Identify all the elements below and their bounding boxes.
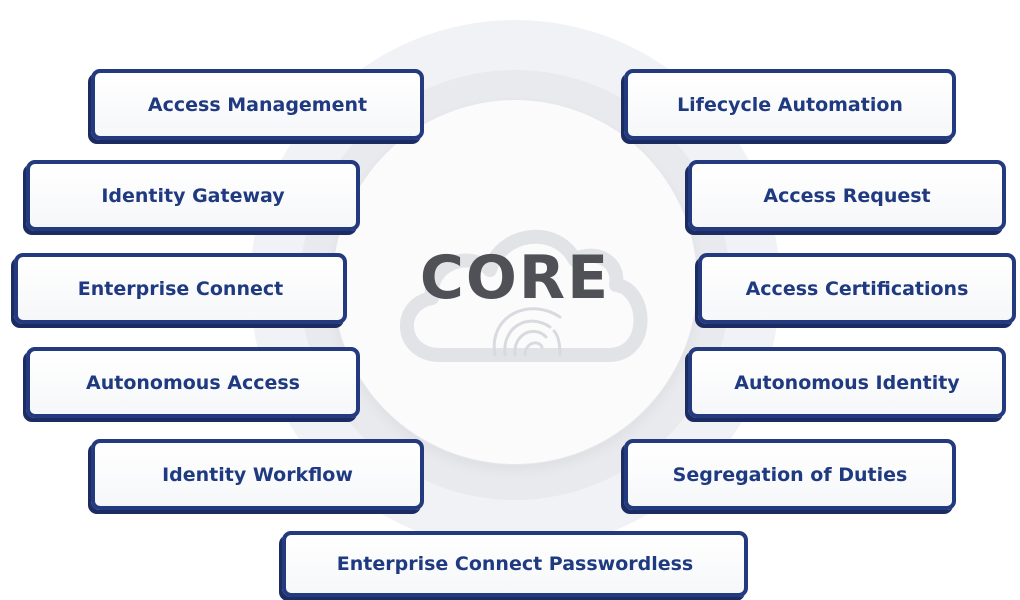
- core-title: CORE: [419, 243, 611, 313]
- capability-identity-gateway[interactable]: Identity Gateway: [26, 160, 360, 231]
- cloud-fingerprint-icon: [400, 229, 648, 362]
- capability-enterprise-connect[interactable]: Enterprise Connect: [14, 253, 347, 324]
- capability-identity-workflow[interactable]: Identity Workflow: [91, 439, 424, 510]
- capability-access-request[interactable]: Access Request: [688, 160, 1006, 231]
- capability-lifecycle-automation[interactable]: Lifecycle Automation: [624, 69, 956, 140]
- capability-autonomous-identity[interactable]: Autonomous Identity: [688, 347, 1006, 418]
- capability-access-certifications[interactable]: Access Certifications: [698, 253, 1016, 324]
- core-circle: [333, 100, 697, 464]
- capability-segregation-of-duties[interactable]: Segregation of Duties: [624, 439, 956, 510]
- capability-autonomous-access[interactable]: Autonomous Access: [26, 347, 360, 418]
- capability-enterprise-connect-passwordless[interactable]: Enterprise Connect Passwordless: [282, 531, 748, 597]
- capability-access-management[interactable]: Access Management: [91, 69, 424, 140]
